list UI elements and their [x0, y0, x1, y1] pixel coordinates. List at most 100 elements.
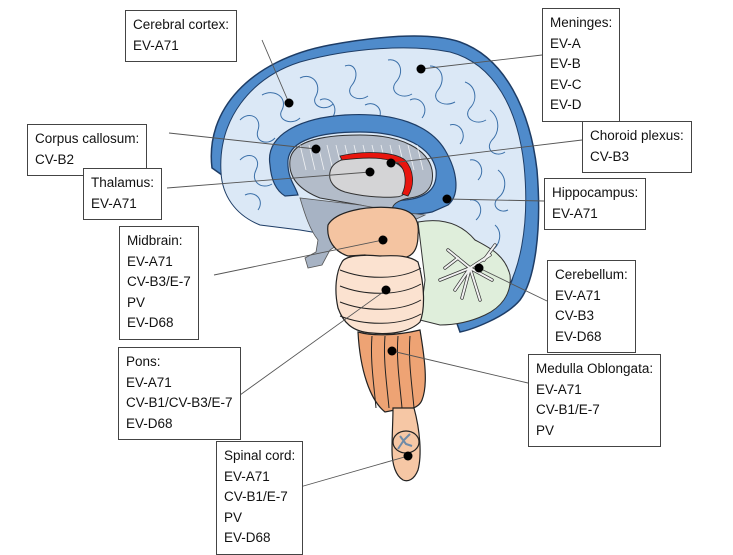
pons-line	[339, 299, 422, 310]
lateral-ventricle	[269, 113, 457, 215]
virus-entry: EV-A	[550, 35, 581, 51]
virus-entry: EV-B	[550, 56, 581, 71]
sulcus-line	[319, 98, 336, 119]
label-title: Hippocampus:	[552, 185, 639, 200]
pons-line	[339, 267, 422, 278]
virus-entry: PV	[224, 509, 243, 525]
fiber-line	[407, 144, 415, 171]
leader-line-hippocampus	[446, 198, 545, 202]
virus-entry: EV-A71	[91, 195, 137, 211]
arbor-branch-fill	[439, 267, 471, 281]
label-title: Pons:	[126, 354, 161, 369]
label-title: Cerebellum:	[555, 267, 628, 282]
virus-entry: CV-B2	[35, 151, 75, 167]
cerebellum-shape	[417, 220, 511, 326]
arbor-branch-fill	[447, 249, 471, 269]
virus-entry: EV-A71	[224, 468, 270, 484]
leader-lines	[166, 39, 583, 488]
marker-dot-cerebral-cortex	[284, 98, 294, 108]
sulcus-line	[239, 155, 273, 187]
leader-line-midbrain	[213, 239, 384, 276]
pons-line	[339, 313, 422, 324]
sulcus-line	[469, 159, 483, 181]
virus-entry: EV-D68	[127, 315, 174, 330]
label-box-corpus-callosum: Corpus callosum: CV-B2	[27, 124, 148, 176]
virus-entry: EV-A71	[133, 37, 179, 53]
sulcus-line	[344, 64, 369, 100]
sulcus-line	[409, 98, 426, 119]
arbor-branch-fill	[461, 267, 471, 299]
virus-entry: EV-D68	[555, 328, 602, 344]
sulcus-line	[299, 76, 334, 109]
label-title: Spinal cord:	[224, 448, 296, 463]
virus-entry: CV-B3	[590, 148, 630, 164]
virus-entry: PV	[536, 422, 555, 438]
medulla-line	[383, 335, 390, 409]
marker-dot-meninges	[416, 64, 426, 74]
virus-entry: EV-D	[550, 97, 582, 112]
label-title: Cerebral cortex:	[133, 17, 230, 32]
virus-entry: EV-D68	[224, 530, 271, 545]
virus-entry: CV-B3/E-7	[127, 274, 191, 289]
arbor-branch-fill	[469, 267, 481, 301]
sulcus-line	[494, 169, 509, 212]
label-title: Medulla Oblongata:	[536, 361, 654, 376]
choroid-plexus-band	[339, 152, 413, 197]
virus-entry: EV-D68	[126, 415, 173, 431]
spinal-cord-section	[392, 430, 420, 454]
sulcus-line	[429, 65, 456, 105]
midbrain-shape	[327, 206, 419, 261]
virus-entry: EV-C	[550, 76, 582, 92]
spinal-gray-matter	[397, 433, 413, 450]
sulcus-line	[488, 109, 506, 155]
leader-line-corpus-callosum	[168, 132, 317, 150]
medulla-line	[396, 335, 403, 409]
leader-line-medulla-oblongata	[391, 350, 529, 384]
medulla-striations	[370, 335, 415, 409]
virus-entry: PV	[127, 294, 146, 310]
fiber-line	[416, 144, 424, 171]
marker-dot-midbrain	[378, 235, 388, 245]
sulcus-line	[261, 92, 301, 123]
marker-dot-choroid-plexus	[386, 158, 396, 168]
marker-dot-cerebellum	[474, 263, 484, 273]
label-title: Meninges:	[550, 15, 613, 30]
virus-entry: EV-A71	[555, 287, 601, 303]
fiber-line	[308, 144, 316, 171]
sulcus-line	[449, 124, 464, 145]
leader-line-cerebellum	[478, 267, 548, 302]
virus-entry: CV-B1/E-7	[224, 489, 288, 504]
label-title: Corpus callosum:	[35, 131, 140, 146]
marker-dot-spinal-cord	[403, 451, 413, 461]
sulcus-line	[244, 193, 261, 211]
leader-line-spinal-cord	[299, 455, 409, 488]
virus-entry: EV-A71	[126, 374, 172, 390]
leader-line-thalamus	[166, 171, 371, 189]
virus-entry: CV-B3	[555, 308, 595, 323]
virus-entry: EV-A71	[127, 253, 173, 269]
leader-line-choroid-plexus	[390, 139, 583, 164]
sulcus-line	[239, 115, 276, 143]
arbor-branch-fill	[444, 257, 459, 269]
arbor-branch-fill	[469, 267, 493, 281]
fiber-line	[299, 144, 307, 171]
marker-dot-hippocampus	[442, 194, 452, 204]
label-box-thalamus: Thalamus:EV-A71	[83, 168, 163, 220]
leader-line-pons	[239, 289, 387, 396]
sulcus-line	[387, 59, 413, 97]
medulla-line	[370, 335, 377, 409]
label-box-meninges: Meninges: EV-A EV-B EV-C EV-D	[542, 8, 621, 122]
label-box-hippocampus: Hippocampus:EV-A71	[544, 178, 647, 230]
label-title: Choroid plexus:	[590, 128, 684, 143]
label-box-choroid-plexus: Choroid plexus: CV-B3	[582, 121, 692, 173]
region-markers	[284, 64, 484, 461]
marker-dot-corpus-callosum	[311, 144, 321, 154]
virus-entry: EV-A71	[536, 381, 582, 397]
arbor-vitae	[438, 243, 497, 302]
arbor-branch-fill	[483, 244, 496, 261]
